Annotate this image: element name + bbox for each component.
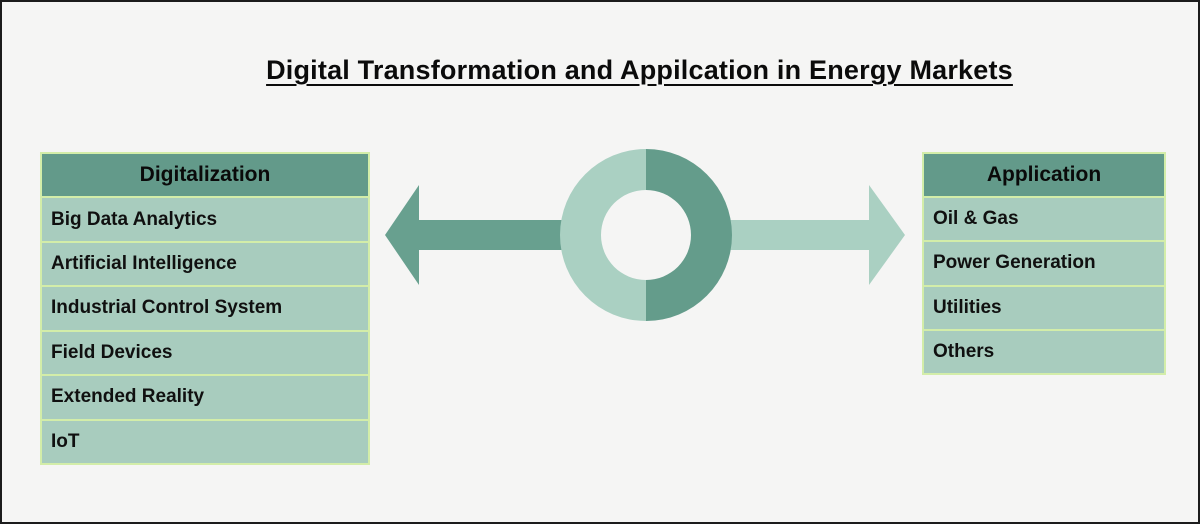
digitalization-header: Digitalization — [42, 154, 368, 197]
table-row: Extended Reality — [42, 376, 368, 419]
table-row: Utilities — [924, 286, 1164, 329]
table-row: Industrial Control System — [42, 287, 368, 330]
table-row: Field Devices — [42, 331, 368, 375]
donut-right-half-icon — [646, 149, 732, 321]
application-table: Application Oil & Gas Power Generation U… — [922, 152, 1166, 375]
table-row: IoT — [42, 420, 368, 463]
right-arrow-icon — [725, 185, 905, 285]
table-row: Power Generation — [924, 242, 1164, 285]
table-row: Artificial Intelligence — [42, 242, 368, 286]
left-arrow-icon — [385, 185, 567, 285]
digitalization-table: Digitalization Big Data Analytics Artifi… — [40, 152, 370, 465]
table-row: Oil & Gas — [924, 198, 1164, 241]
table-row: Big Data Analytics — [42, 198, 368, 241]
donut-left-half-icon — [560, 149, 646, 321]
bidirectional-flow-graphic — [385, 149, 905, 321]
diagram-title: Digital Transformation and Appilcation i… — [266, 55, 1013, 85]
table-row: Others — [924, 330, 1164, 373]
application-header: Application — [924, 154, 1164, 197]
